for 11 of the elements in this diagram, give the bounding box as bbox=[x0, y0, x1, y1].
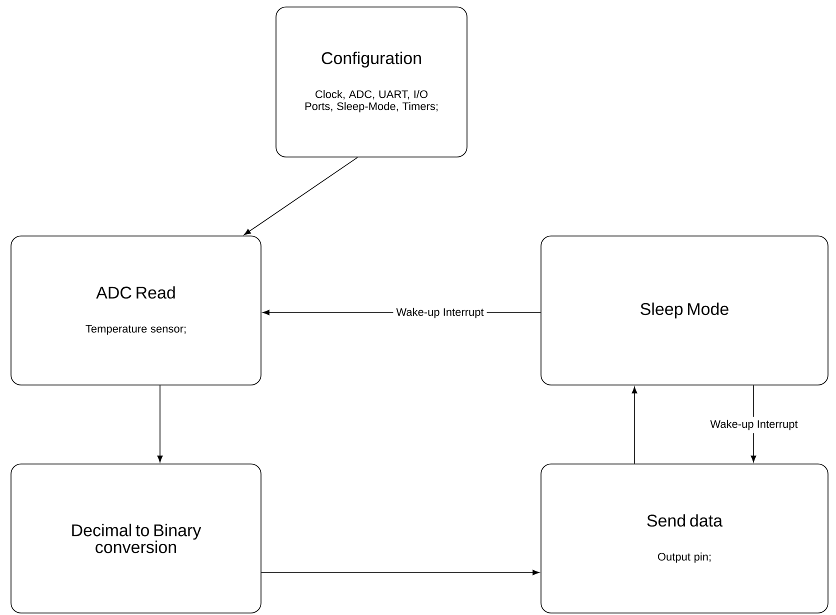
process-box: ADC Read Temperature sensor; bbox=[10, 236, 262, 386]
process-box: Decimal to Binary conversion bbox=[10, 464, 262, 614]
arrow bbox=[244, 157, 358, 236]
process-box: Send data Output pin; bbox=[540, 464, 828, 614]
edge-label: Wake-up Interrupt bbox=[393, 304, 487, 322]
process-box: Configuration Clock, ADC, UART, I/O Ports, Sleep-Mode, Timers; bbox=[276, 6, 468, 158]
edge-label: Wake-up Interrupt bbox=[707, 416, 801, 434]
arrow bbox=[632, 386, 638, 464]
process-box: Sleep Mode bbox=[540, 236, 828, 386]
arrow bbox=[261, 570, 540, 576]
arrow bbox=[157, 385, 163, 462]
